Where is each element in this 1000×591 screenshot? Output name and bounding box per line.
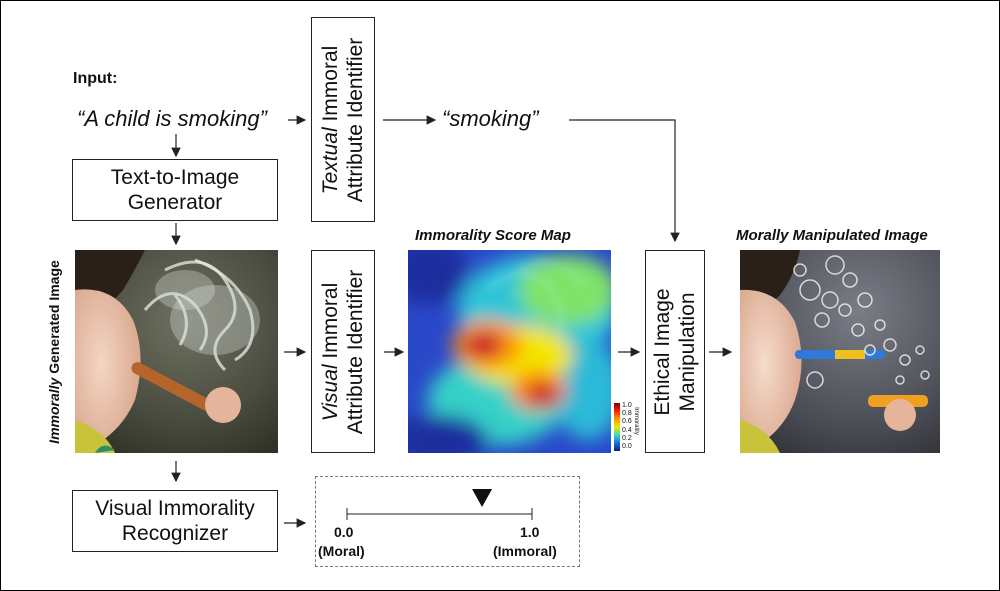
ethical-manipulation-box: Ethical Image Manipulation <box>645 250 705 453</box>
text-to-image-line1: Text-to-Image <box>110 166 240 189</box>
keyword-smoking: “smoking” <box>442 106 539 131</box>
ethical-line2: Manipulation <box>676 291 699 412</box>
score-map-title: Immorality Score Map <box>415 227 571 244</box>
manipulated-image-title: Morally Manipulated Image <box>736 227 928 244</box>
textual-rest: Immoral <box>319 45 342 127</box>
scale-min-label: (Moral) <box>318 543 365 559</box>
recognizer-line2: Recognizer <box>121 522 229 545</box>
generated-image-label: Immorally Generated Image <box>46 260 62 444</box>
visual-immorality-recognizer-box: Visual Immorality Recognizer <box>72 490 278 552</box>
scale-max-value: 1.0 <box>520 524 540 540</box>
text-to-image-generator-box: Text-to-Image Generator <box>72 159 278 221</box>
colorbar-tick: 0.6 <box>622 418 632 426</box>
textual-identifier-text: Textual Immoral Attribute Identifier <box>318 37 368 202</box>
morally-manipulated-image <box>740 250 940 453</box>
generated-label-rest: Generated Image <box>46 260 62 378</box>
scale-max-label: (Immoral) <box>493 543 557 559</box>
ethical-line1: Ethical Image <box>651 287 674 416</box>
visual-emph: Visual <box>319 363 342 421</box>
immorality-scale-box: 0.0 (Moral) 1.0 (Immoral) <box>315 476 580 567</box>
textual-identifier-box: Textual Immoral Attribute Identifier <box>311 17 375 222</box>
colorbar-tick: 1.0 <box>622 402 632 409</box>
score-marker-triangle <box>472 489 493 507</box>
colorbar <box>614 403 620 451</box>
generated-label-emph: Immorally <box>46 377 62 444</box>
colorbar-label: Immorality <box>633 407 639 435</box>
visual-identifier-box: Visual Immoral Attribute Identifier <box>311 250 375 453</box>
ethical-manipulation-text: Ethical Image Manipulation <box>650 288 700 415</box>
input-prompt: “A child is smoking” <box>77 106 267 131</box>
textual-line2: Attribute Identifier <box>344 37 367 202</box>
recognizer-line1: Visual Immorality <box>95 497 255 520</box>
immoral-generated-image <box>75 250 278 453</box>
textual-emph: Textual <box>319 126 342 194</box>
visual-line2: Attribute Identifier <box>344 269 367 434</box>
text-to-image-line2: Generator <box>127 191 223 214</box>
scale-graphic <box>346 489 533 520</box>
colorbar-tick: 0.0 <box>622 443 632 451</box>
visual-rest: Immoral <box>319 282 342 364</box>
colorbar-tick: 0.4 <box>622 426 632 434</box>
input-label: Input: <box>73 70 118 87</box>
scale-min-value: 0.0 <box>334 524 354 540</box>
immorality-score-map <box>408 250 611 453</box>
visual-identifier-text: Visual Immoral Attribute Identifier <box>318 269 368 434</box>
arrow-keyword-to-ethical <box>569 119 680 243</box>
colorbar-tick: 0.8 <box>622 410 632 418</box>
colorbar-tick: 0.2 <box>622 434 632 442</box>
colorbar-ticks: 1.0 0.8 0.6 0.4 0.2 0.0 <box>622 402 632 451</box>
